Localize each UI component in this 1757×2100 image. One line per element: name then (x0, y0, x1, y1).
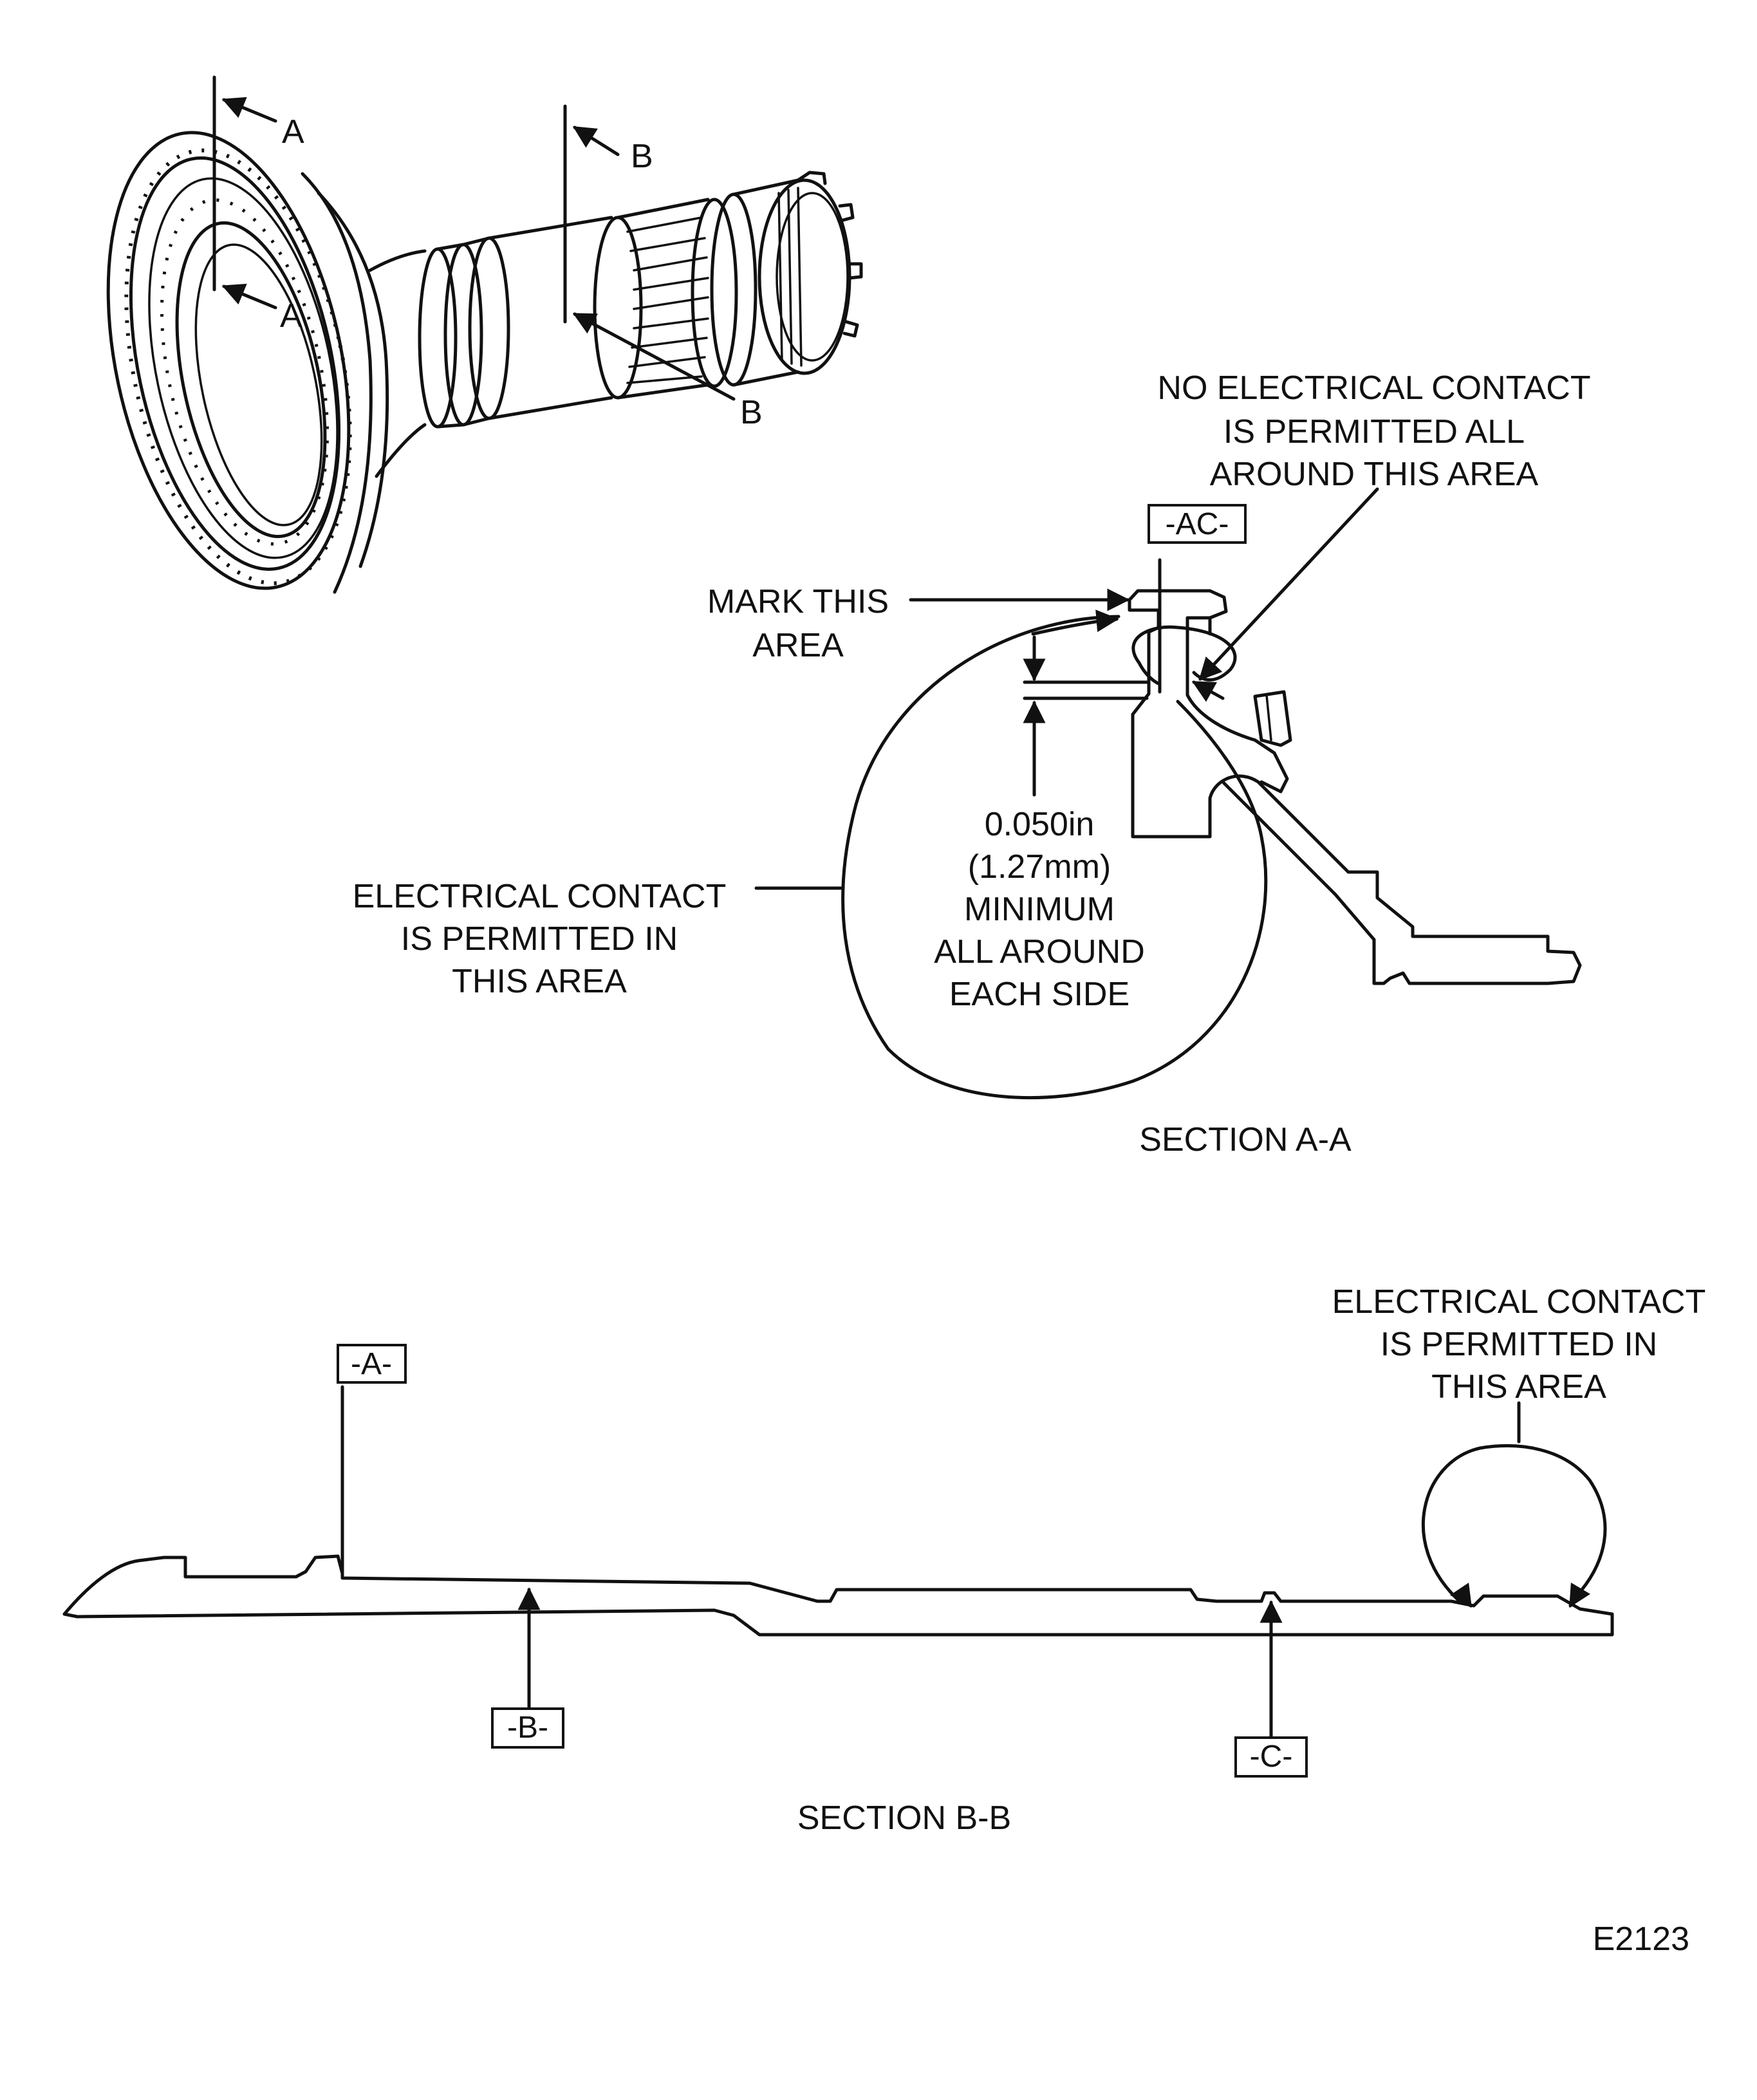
no-contact-note: NO ELECTRICAL CONTACT IS PERMITTED ALL A… (1157, 369, 1590, 493)
section-a-contact-note: ELECTRICAL CONTACT IS PERMITTED IN THIS … (353, 878, 727, 1000)
end-teeth (777, 187, 803, 367)
dimension-note: 0.050in (1.27mm) MINIMUM ALL AROUND EACH… (934, 806, 1145, 1013)
section-a-contact-line-3: THIS AREA (452, 963, 627, 1000)
section-b-title: SECTION B-B (797, 1799, 1011, 1837)
section-b-contact-line-3: THIS AREA (1431, 1368, 1606, 1406)
no-contact-line-2: IS PERMITTED ALL (1223, 413, 1525, 451)
datum-ac-label: -AC- (1166, 507, 1229, 541)
section-a-title: SECTION A-A (1139, 1121, 1352, 1158)
no-contact-line-1: NO ELECTRICAL CONTACT (1157, 369, 1590, 407)
datum-c-box (1234, 1736, 1308, 1778)
section-b-upper-letter: B (631, 138, 653, 175)
dimension-line-2: (1.27mm) (968, 848, 1111, 886)
datum-ac-box (1148, 504, 1247, 544)
section-b-lower-letter: B (740, 394, 763, 431)
section-a-contact-line-2: IS PERMITTED IN (401, 920, 678, 958)
datum-b-box (491, 1707, 564, 1749)
section-b-contact-line-2: IS PERMITTED IN (1380, 1326, 1657, 1363)
section-a-contact-line-1: ELECTRICAL CONTACT (353, 878, 727, 915)
dimension-line-4: ALL AROUND (934, 933, 1145, 971)
section-a-drawing (754, 487, 1582, 1100)
section-b-contact-note: ELECTRICAL CONTACT IS PERMITTED IN THIS … (1332, 1283, 1706, 1406)
datum-b-label: -B- (507, 1711, 548, 1745)
datum-a-box (337, 1344, 407, 1384)
mark-area-line-2: AREA (752, 627, 844, 664)
dimension-line-5: EACH SIDE (949, 976, 1130, 1013)
datum-a-label: -A- (351, 1347, 392, 1381)
section-b-drawing (62, 1385, 1614, 1740)
section-a-lower-letter: A (280, 297, 302, 335)
datum-c-label: -C- (1250, 1740, 1293, 1774)
no-contact-line-3: AROUND THIS AREA (1210, 456, 1539, 493)
section-b-contact-line-1: ELECTRICAL CONTACT (1332, 1283, 1706, 1321)
section-a-upper-letter: A (282, 113, 304, 151)
mark-area-line-1: MARK THIS (707, 583, 889, 620)
figure-id: E2123 (1593, 1920, 1689, 1958)
dimension-line-1: 0.050in (985, 806, 1095, 843)
dimension-line-3: MINIMUM (964, 891, 1115, 928)
isometric-part-view (106, 75, 863, 594)
mark-area-label: MARK THIS AREA (707, 583, 889, 664)
